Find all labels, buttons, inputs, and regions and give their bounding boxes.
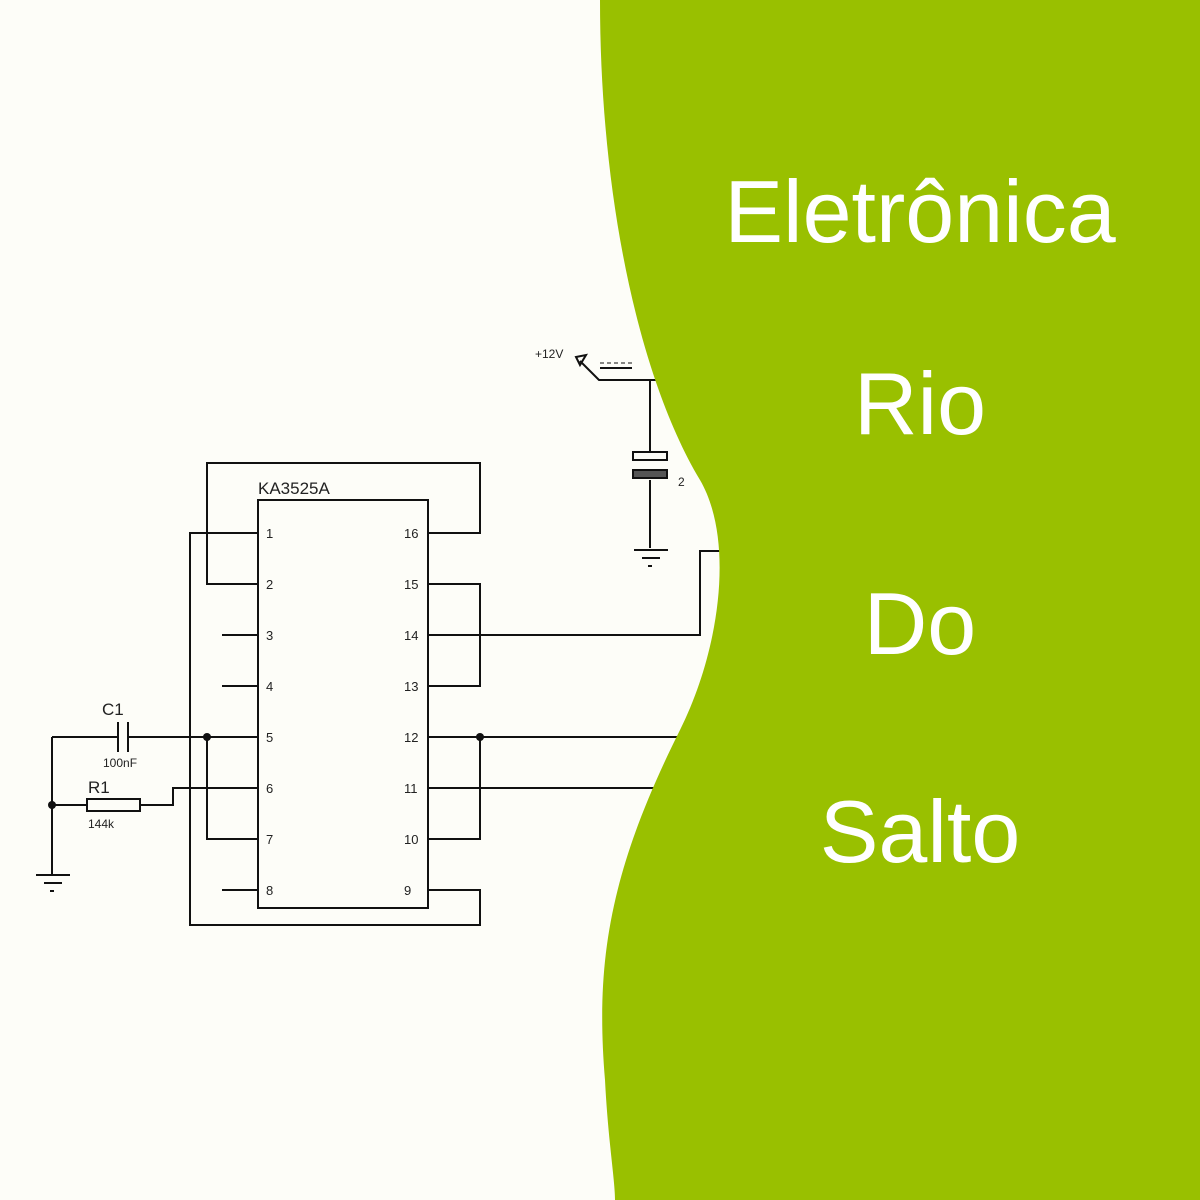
r1-resistor xyxy=(86,798,141,812)
pin-stubs xyxy=(222,634,258,891)
cap2-plate xyxy=(632,451,668,461)
pin-number: 4 xyxy=(266,679,273,694)
title-line-4: Salto xyxy=(819,782,1021,881)
pin-number: 10 xyxy=(404,832,418,847)
pin-number: 11 xyxy=(404,781,418,796)
pin-number: 13 xyxy=(404,679,418,694)
pin-number: 1 xyxy=(266,526,273,541)
wire-pin6 xyxy=(51,737,258,875)
r1-value: 144k xyxy=(88,817,115,831)
pin-number: 15 xyxy=(404,577,418,592)
title-line-2: Rio xyxy=(853,354,987,453)
pin-number: 8 xyxy=(266,883,273,898)
pin-number: 2 xyxy=(266,577,273,592)
pin-number: 12 xyxy=(404,730,418,745)
green-wave xyxy=(600,0,1200,1200)
ic-chip xyxy=(257,499,429,909)
supply-symbol xyxy=(574,353,680,381)
pin-number: 6 xyxy=(266,781,273,796)
wire-pin2-pin16 xyxy=(206,462,481,585)
pin-number: 16 xyxy=(404,526,418,541)
ground-left xyxy=(36,874,70,892)
pin-number: 14 xyxy=(404,628,418,643)
wire-pin1-pin9 xyxy=(189,532,481,926)
junction-dot xyxy=(203,733,211,741)
pin-number: 5 xyxy=(266,730,273,745)
cap2-plate-polar xyxy=(632,469,668,479)
ground-top xyxy=(634,549,668,567)
pin-number: 3 xyxy=(266,628,273,643)
c1-label: C1 xyxy=(102,700,124,719)
supply-label: +12V xyxy=(535,347,563,361)
title-line-1: Eletrônica xyxy=(724,162,1116,261)
chip-label: KA3525A xyxy=(258,479,330,498)
pin-number: 7 xyxy=(266,832,273,847)
r1-label: R1 xyxy=(88,778,110,797)
c1-value: 100nF xyxy=(103,756,137,770)
title-line-3: Do xyxy=(863,574,977,673)
junction-dot xyxy=(48,801,56,809)
c1-capacitor xyxy=(117,722,129,752)
wire-pin14 xyxy=(428,550,730,636)
cap2-value: 2 xyxy=(678,475,685,489)
pin-labels: 1 16 2 15 3 14 4 13 5 12 6 11 7 10 8 9 xyxy=(266,526,418,898)
wire-pin5 xyxy=(52,736,258,840)
pin-number: 9 xyxy=(404,883,411,898)
wire-pin12 xyxy=(428,736,700,840)
